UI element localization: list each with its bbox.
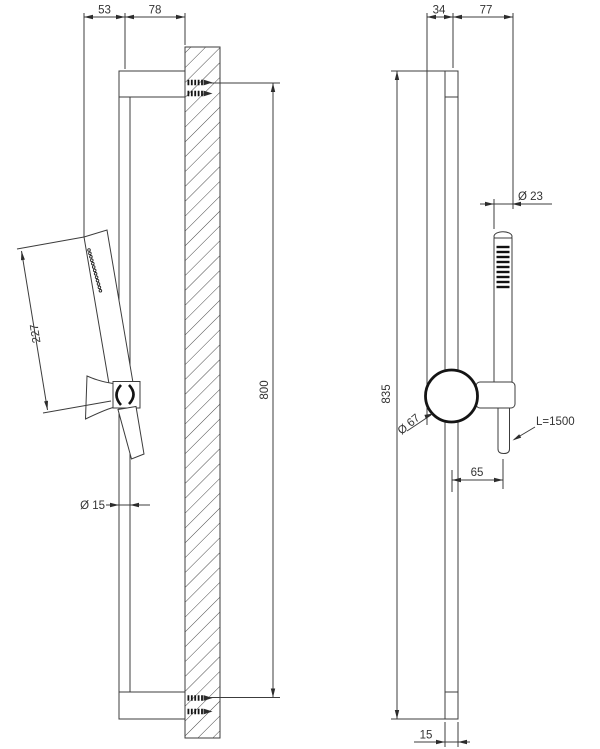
dim-handset-diameter: Ø 23 [480, 191, 552, 229]
spray-face-stripes [496, 245, 510, 289]
right-view: 34 77 Ø 23 Ø 67 L=1500 [381, 5, 575, 747]
wall-anchor [187, 708, 213, 715]
dim-holder-diameter: Ø 67 [396, 412, 434, 437]
left-view: 53 78 227 Ø 15 800 [16, 5, 280, 739]
shower-hose [497, 407, 510, 455]
dim-overall-height-label: 835 [381, 384, 393, 403]
dim-rail-width: 15 [414, 722, 470, 747]
wall-anchors [187, 79, 213, 715]
dim-holder-diameter-label: Ø 67 [396, 412, 423, 437]
dim-front-offset-label: 53 [98, 5, 111, 17]
dim-hose-length-label: L=1500 [536, 416, 575, 428]
wall-anchor [187, 695, 213, 701]
handshower-tube [493, 237, 513, 385]
holder-clip-left [115, 384, 123, 406]
dim-overall-depth-label: 77 [480, 5, 493, 17]
dim-wall-offset-label: 78 [149, 5, 162, 17]
holder-arm-side [475, 381, 516, 409]
wall-anchor [187, 79, 213, 86]
dim-handset-diameter-label: Ø 23 [518, 191, 543, 203]
dim-wall-clearance-label: 34 [433, 5, 446, 17]
dim-rail-diameter-label: Ø 15 [80, 500, 105, 512]
wall-hatch [185, 47, 220, 738]
dim-overall-height: 835 [381, 70, 446, 720]
dim-rail-width-label: 15 [420, 730, 433, 742]
dim-fixing-centers: 800 [210, 82, 280, 698]
handshower-grip [117, 405, 145, 460]
wall-section [184, 46, 221, 739]
wall-anchor [187, 90, 213, 97]
slider-knob [424, 368, 479, 424]
handshower-side [475, 231, 516, 455]
holder-cone [84, 375, 114, 420]
spray-nozzles [87, 248, 103, 293]
handshower-holder [84, 375, 145, 460]
bottom-bracket [118, 691, 186, 720]
holder-clip-right [128, 384, 135, 405]
dim-hose-length: L=1500 [512, 416, 575, 441]
dim-rail-diameter: Ø 15 [80, 500, 150, 512]
dim-hose-offset-label: 65 [471, 467, 484, 479]
dim-fixing-centers-label: 800 [259, 380, 271, 399]
dim-top-offsets: 53 78 [83, 5, 186, 237]
top-bracket [118, 70, 186, 98]
dim-hose-offset: 65 [451, 459, 504, 492]
dim-top-depths: 34 77 [427, 5, 514, 209]
dim-handset-length: 227 [16, 236, 112, 414]
dim-handset-length-label: 227 [29, 323, 44, 344]
